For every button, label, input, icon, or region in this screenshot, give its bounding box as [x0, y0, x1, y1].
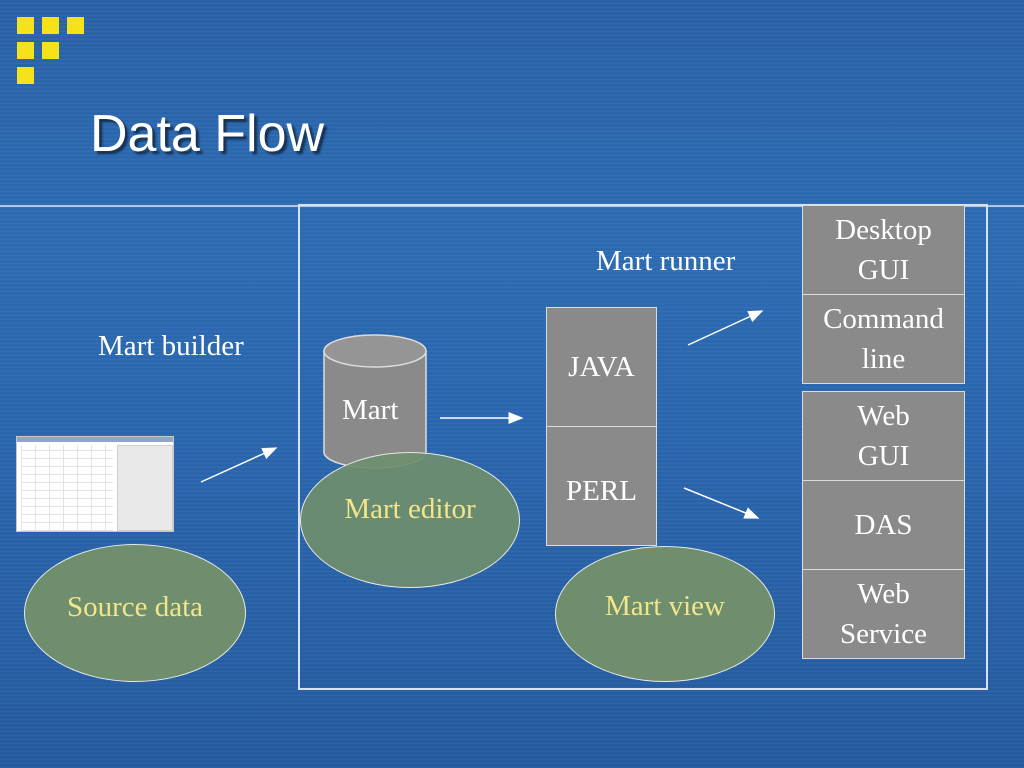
das-box: DAS: [802, 480, 965, 570]
title-divider: [0, 205, 1024, 207]
mart-cylinder-label: Mart: [342, 394, 399, 426]
mart-runner-label: Mart runner: [596, 245, 736, 277]
desktop-gui-label: Desktop GUI: [835, 214, 932, 286]
web-service-box: Web Service: [802, 569, 965, 659]
command-line-label: Command line: [823, 303, 944, 375]
arrow-perl-to-web: [683, 487, 760, 519]
mart-builder-label: Mart builder: [98, 330, 244, 362]
arrow-source-to-builder: [200, 447, 278, 483]
mart-cylinder: [323, 334, 427, 469]
mart-view-ellipse: Mart view: [555, 546, 775, 682]
perl-label: PERL: [566, 475, 637, 507]
command-line-box: Command line: [802, 294, 965, 384]
web-service-label: Web Service: [840, 578, 927, 650]
arrow-java-to-desktop: [687, 310, 764, 346]
mart-frame: [298, 204, 988, 690]
web-gui-label: Web GUI: [857, 400, 910, 472]
java-api-box: JAVA: [546, 307, 657, 427]
mart-editor-ellipse: Mart editor: [300, 452, 520, 588]
das-label: DAS: [854, 509, 913, 541]
desktop-gui-box: Desktop GUI: [802, 205, 965, 295]
source-data-screenshot-thumbnail: [16, 436, 174, 532]
source-data-ellipse: Source data: [24, 544, 246, 682]
source-data-label: Source data: [66, 590, 204, 623]
mart-view-label: Mart view: [605, 589, 725, 622]
mart-editor-label: Mart editor: [344, 492, 476, 525]
perl-api-box: PERL: [546, 426, 657, 546]
web-gui-box: Web GUI: [802, 391, 965, 481]
java-label: JAVA: [568, 351, 635, 383]
slide-title: Data Flow: [90, 105, 325, 163]
